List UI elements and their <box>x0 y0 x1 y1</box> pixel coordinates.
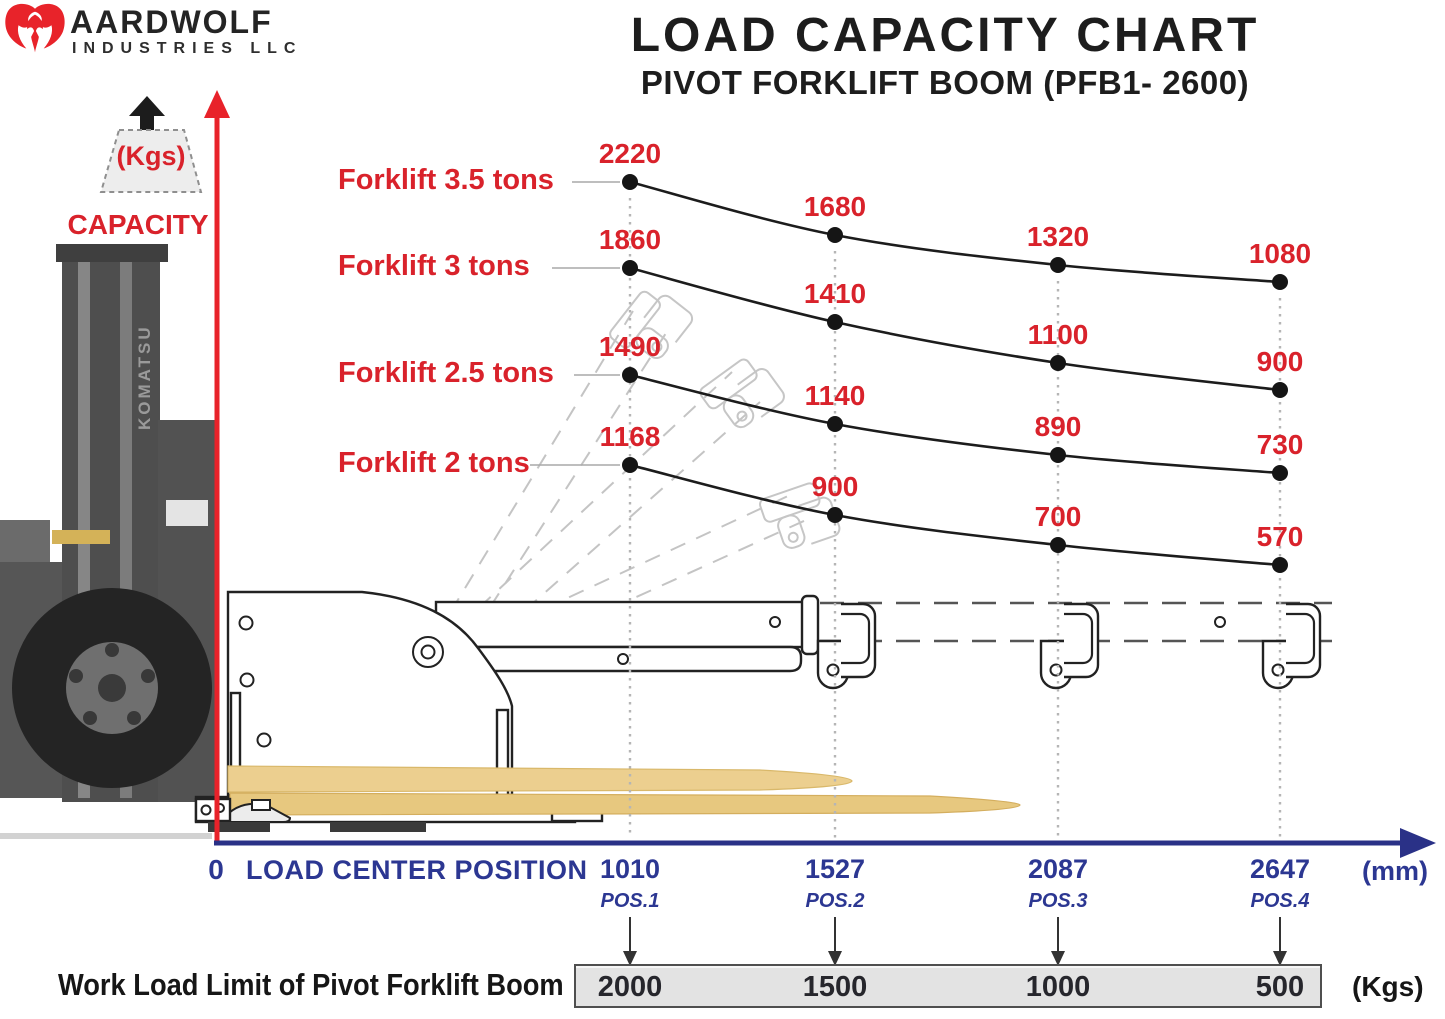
capacity-unit-label: (Kgs) <box>116 141 186 171</box>
boom-end-cap <box>800 594 820 656</box>
pivot-boom-drawing <box>194 590 1332 832</box>
hook-bracket-pos2 <box>816 602 877 690</box>
work-load-limit-label: Work Load Limit of Pivot Forklift Boom <box>58 967 564 1002</box>
work-load-limit-bar <box>574 964 1322 1008</box>
position-down-arrowhead <box>1273 951 1287 966</box>
forklift-brand-watermark: KOMATSU <box>135 324 154 430</box>
guides-layer <box>530 181 1287 966</box>
data-point <box>1272 382 1288 398</box>
y-axis-arrowhead <box>204 90 230 118</box>
data-point <box>622 174 638 190</box>
data-point <box>622 457 638 473</box>
axes <box>204 90 1436 858</box>
data-point <box>1050 257 1066 273</box>
position-down-arrowhead <box>1051 951 1065 966</box>
position-down-arrowhead <box>623 951 637 966</box>
aardwolf-logo-icon <box>5 3 65 53</box>
capacity-curve <box>629 373 1281 475</box>
x-axis-unit: (mm) <box>1362 856 1428 886</box>
page-subtitle: PIVOT FORKLIFT BOOM (PFB1- 2600) <box>640 64 1250 101</box>
data-point <box>1272 274 1288 290</box>
capacity-weight-icon <box>99 96 203 193</box>
data-point <box>622 367 638 383</box>
x-axis-label: LOAD CENTER POSITION <box>246 855 588 885</box>
brand-name: AARDWOLF <box>70 4 273 40</box>
brand-subtitle: INDUSTRIES LLC <box>72 40 303 57</box>
data-point <box>1272 465 1288 481</box>
fork-tine-lower <box>229 792 1021 816</box>
fork-tine-upper <box>227 765 853 793</box>
data-point <box>827 416 843 432</box>
x-axis-origin: 0 <box>208 854 224 885</box>
y-axis-label: CAPACITY <box>67 209 209 240</box>
data-point <box>1272 557 1288 573</box>
fork-heel-clamp <box>220 802 292 823</box>
data-point <box>622 260 638 276</box>
capacity-curves-layer <box>622 174 1288 573</box>
capacity-curve <box>629 463 1281 567</box>
capacity-curve <box>629 180 1281 284</box>
position-down-arrowhead <box>828 951 842 966</box>
data-point <box>1050 355 1066 371</box>
forklift-image: KOMATSU <box>0 244 216 839</box>
data-point <box>1050 447 1066 463</box>
ghost-hook-bracket <box>606 280 697 372</box>
capacity-curve <box>629 266 1281 392</box>
data-point <box>1050 537 1066 553</box>
data-point <box>827 227 843 243</box>
page-title: LOAD CAPACITY CHART <box>630 9 1260 62</box>
x-axis-arrowhead <box>1400 828 1436 858</box>
data-point <box>827 314 843 330</box>
hook-bracket-pos4 <box>1261 602 1322 690</box>
hook-bracket-pos3 <box>1039 602 1100 690</box>
work-load-limit-unit: (Kgs) <box>1352 971 1424 1002</box>
data-point <box>827 507 843 523</box>
